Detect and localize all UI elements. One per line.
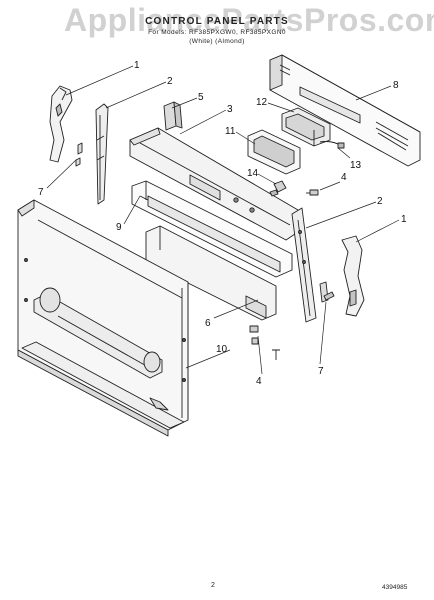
part-5-small-bracket bbox=[163, 101, 183, 131]
part-4-screws bbox=[249, 189, 319, 360]
callout-1-right: 1 bbox=[401, 214, 407, 225]
color-labels: (White) (Almond) bbox=[189, 38, 245, 45]
part-2-right-side-bracket bbox=[291, 207, 317, 323]
part-12-control-housing bbox=[281, 107, 331, 147]
part-9-inner-frame bbox=[131, 180, 293, 278]
callout-12: 12 bbox=[256, 97, 268, 108]
callout-1-left: 1 bbox=[134, 60, 140, 71]
callout-9: 9 bbox=[116, 222, 122, 233]
callout-6: 6 bbox=[205, 318, 211, 329]
part-2-left-side-bracket bbox=[95, 103, 109, 205]
part-7-left-clip bbox=[75, 142, 83, 167]
callout-8: 8 bbox=[393, 80, 399, 91]
model-numbers: For Models: RF385PXGW0, RF385PXGN0 bbox=[148, 29, 286, 36]
diagram-title: CONTROL PANEL PARTS bbox=[145, 16, 289, 27]
watermark: AppliancePartsPros.com bbox=[64, 2, 434, 38]
callout-14: 14 bbox=[247, 168, 259, 179]
part-14-clip bbox=[269, 180, 287, 197]
part-13-connector bbox=[319, 141, 345, 149]
leader-lines bbox=[46, 65, 400, 375]
callout-3: 3 bbox=[227, 104, 233, 115]
callout-11: 11 bbox=[225, 126, 236, 137]
callout-7-right: 7 bbox=[318, 366, 324, 377]
page-number: 2 bbox=[211, 582, 215, 589]
callout-labels: 1 2 3 4 5 6 7 8 9 10 11 12 13 14 2 1 4 7 bbox=[38, 60, 407, 387]
callout-13: 13 bbox=[350, 160, 362, 171]
callout-10: 10 bbox=[216, 344, 228, 355]
part-1-right-end-cap bbox=[341, 235, 365, 317]
callout-2-right: 2 bbox=[377, 196, 383, 207]
callout-4-top: 4 bbox=[341, 172, 347, 183]
part-7-right-clip bbox=[319, 281, 335, 303]
document-part-number: 4394985 bbox=[382, 584, 408, 591]
callout-2-left: 2 bbox=[167, 76, 173, 87]
part-11-overlay-trim bbox=[247, 129, 301, 175]
callout-7-left: 7 bbox=[38, 187, 44, 198]
part-8-rear-bracket bbox=[269, 54, 421, 167]
part-1-left-end-cap bbox=[49, 85, 73, 163]
callout-4-bottom: 4 bbox=[256, 376, 262, 387]
callout-5: 5 bbox=[198, 92, 204, 103]
part-10-main-panel bbox=[17, 199, 189, 437]
